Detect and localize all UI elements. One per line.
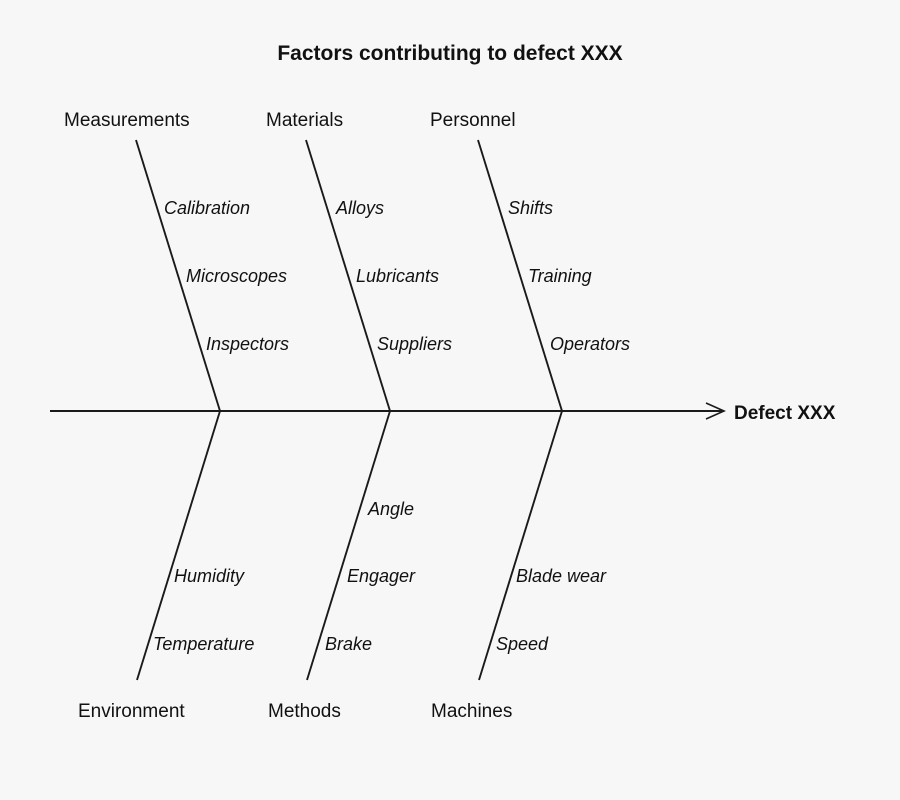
cause-label-inspectors: Inspectors — [206, 334, 289, 354]
branch-line-personnel — [477, 139, 563, 412]
branch-line-machines — [478, 410, 563, 681]
category-label-materials: Materials — [266, 110, 343, 131]
arrow-right-icon — [705, 402, 726, 420]
cause-label-operators: Operators — [550, 334, 630, 354]
category-label-measurements: Measurements — [64, 110, 190, 131]
cause-label-calibration: Calibration — [164, 198, 250, 218]
branch-line-methods — [306, 410, 391, 681]
category-labels-layer: Measurements Materials PersonnelEnvironmen… — [64, 110, 516, 722]
cause-label-speed: Speed — [496, 634, 549, 654]
effect-label: Defect XXX — [734, 403, 836, 424]
cause-label-lubricants: Lubricants — [356, 266, 439, 286]
category-label-methods: Methods — [268, 701, 341, 722]
cause-label-training: Training — [528, 266, 592, 286]
cause-label-microscopes: Microscopes — [186, 266, 287, 286]
cause-label-brake: Brake — [325, 634, 372, 654]
cause-label-shifts: Shifts — [508, 198, 553, 218]
cause-label-temperature: Temperature — [153, 634, 254, 654]
cause-label-alloys: Alloys — [335, 198, 384, 218]
cause-label-humidity: Humidity — [174, 566, 245, 586]
spine-group — [50, 402, 726, 420]
cause-label-blade-wear: Blade wear — [516, 566, 607, 586]
category-label-personnel: Personnel — [430, 110, 516, 131]
category-label-machines: Machines — [431, 701, 512, 722]
branch-line-environment — [136, 410, 221, 681]
branch-line-materials — [305, 139, 391, 412]
page-title: Factors contributing to defect XXX — [277, 42, 622, 65]
branches-layer — [135, 139, 563, 681]
branch-line-measurements — [135, 139, 221, 412]
cause-label-suppliers: Suppliers — [377, 334, 452, 354]
cause-label-angle: Angle — [367, 499, 414, 519]
cause-label-engager: Engager — [347, 566, 416, 586]
category-label-environment: Environment — [78, 701, 185, 722]
